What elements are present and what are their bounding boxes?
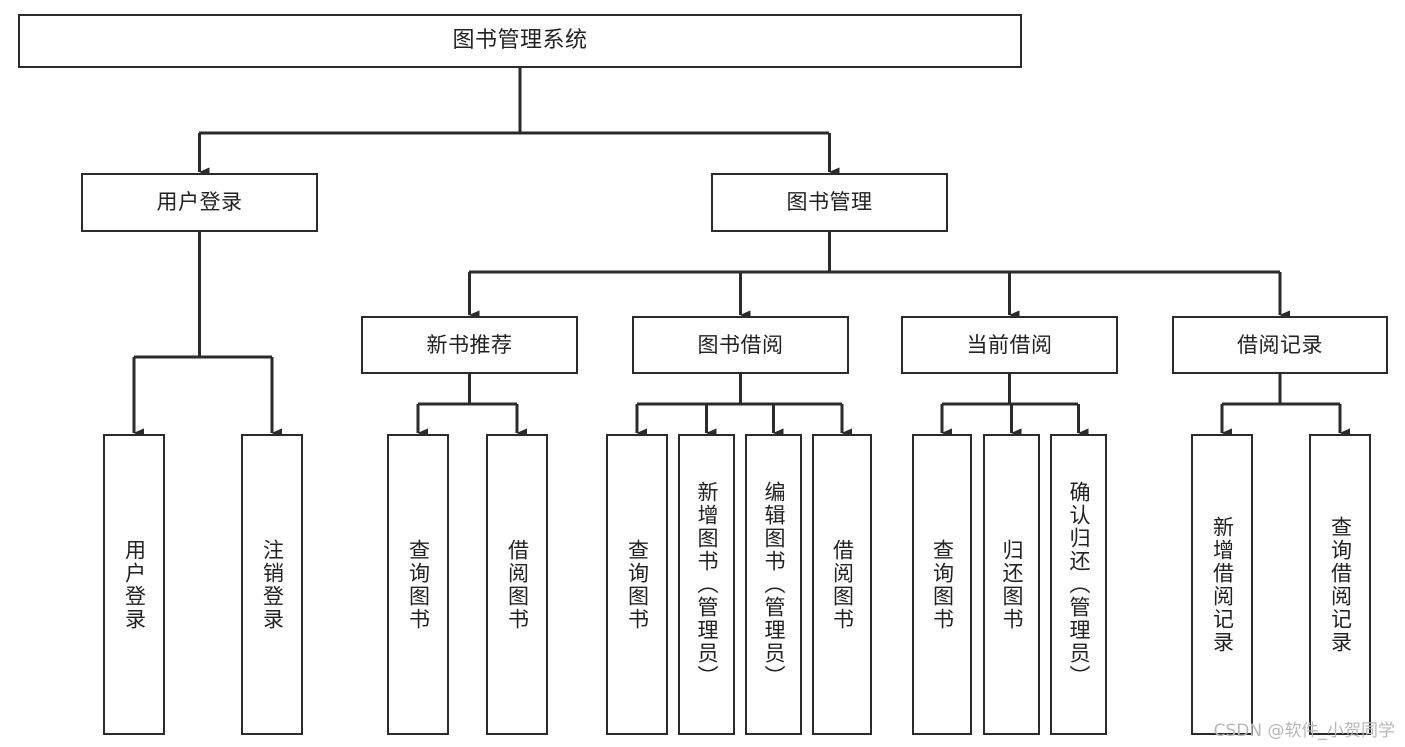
node-label: 归还图书 [999, 538, 1024, 631]
node-records[interactable]: 借阅记录 [1172, 316, 1388, 374]
node-label: 查询借阅记录 [1328, 515, 1353, 654]
node-newbook[interactable]: 新书推荐 [361, 316, 578, 374]
node-label: 确认归还（管理员） [1066, 481, 1091, 688]
node-label: 新书推荐 [426, 332, 513, 357]
node-leaf-br-edit[interactable]: 编辑图书（管理员） [745, 434, 802, 735]
node-label: 借阅图书 [830, 538, 855, 631]
node-leaf-rc-add[interactable]: 新增借阅记录 [1191, 434, 1253, 735]
node-bookmgmt[interactable]: 图书管理 [711, 173, 948, 232]
node-label: 查询图书 [406, 538, 431, 631]
node-current[interactable]: 当前借阅 [901, 316, 1118, 374]
node-leaf-user-login[interactable]: 用户登录 [103, 434, 165, 735]
node-label: 新增借阅记录 [1210, 515, 1235, 654]
node-login[interactable]: 用户登录 [81, 173, 318, 232]
node-leaf-rc-query[interactable]: 查询借阅记录 [1309, 434, 1371, 735]
node-label: 图书管理系统 [452, 28, 588, 54]
node-label: 新增图书（管理员） [694, 481, 719, 688]
node-leaf-br-add[interactable]: 新增图书（管理员） [678, 434, 735, 735]
node-leaf-cu-query[interactable]: 查询图书 [912, 434, 972, 735]
node-label: 查询图书 [625, 538, 650, 631]
csdn-watermark: CSDN @软件_小贺同学 [1213, 721, 1395, 741]
node-label: 编辑图书（管理员） [761, 481, 786, 688]
node-label: 查询图书 [930, 538, 955, 631]
node-label: 用户登录 [122, 538, 147, 631]
node-leaf-nb-borrow[interactable]: 借阅图书 [486, 434, 548, 735]
node-label: 图书管理 [786, 190, 873, 215]
node-root[interactable]: 图书管理系统 [18, 14, 1022, 68]
node-label: 当前借阅 [966, 332, 1053, 357]
node-leaf-nb-query[interactable]: 查询图书 [387, 434, 449, 735]
node-leaf-br-query[interactable]: 查询图书 [606, 434, 668, 735]
node-label: 借阅图书 [505, 538, 530, 631]
node-label: 注销登录 [260, 538, 285, 631]
node-leaf-br-borrow[interactable]: 借阅图书 [812, 434, 872, 735]
node-label: 借阅记录 [1237, 332, 1323, 357]
node-leaf-cu-return[interactable]: 归还图书 [983, 434, 1040, 735]
node-label: 图书借阅 [697, 332, 784, 357]
node-label: 用户登录 [156, 190, 243, 215]
node-leaf-user-logout[interactable]: 注销登录 [241, 434, 303, 735]
node-borrow[interactable]: 图书借阅 [632, 316, 849, 374]
node-leaf-cu-confirm[interactable]: 确认归还（管理员） [1050, 434, 1107, 735]
